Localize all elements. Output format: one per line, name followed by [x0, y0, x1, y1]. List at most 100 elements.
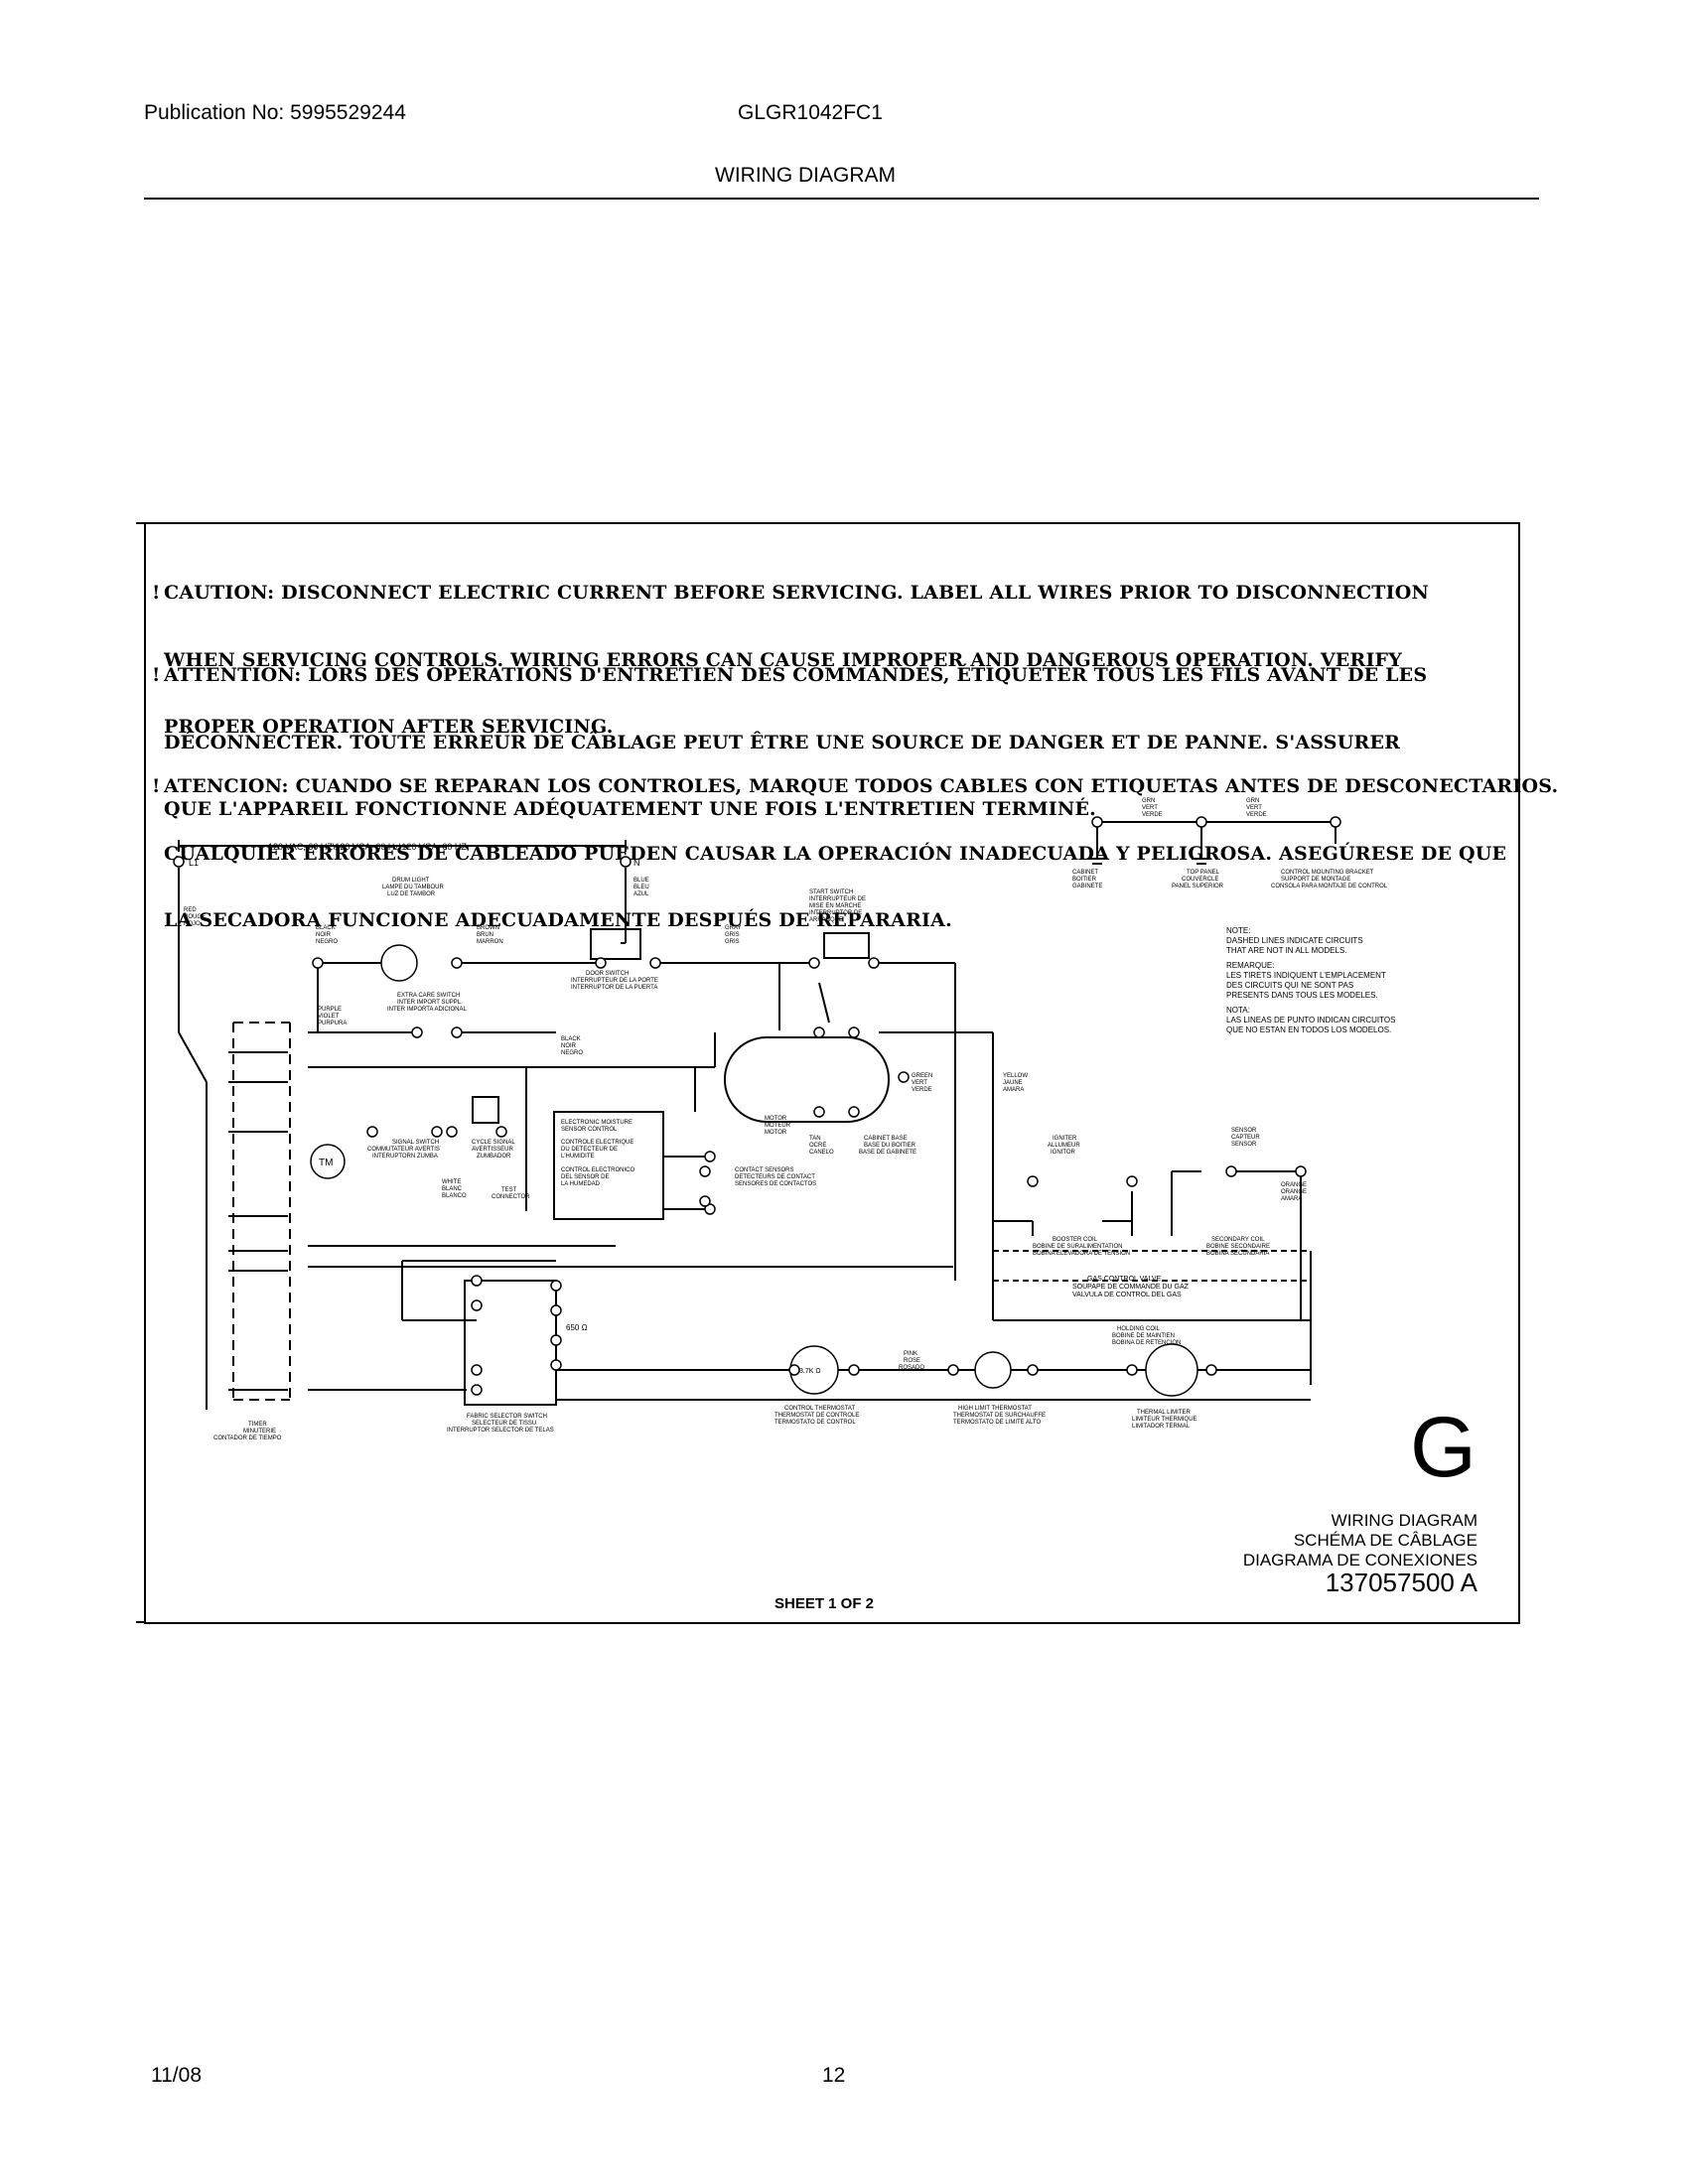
svg-text:MOTEUR: MOTEUR: [765, 1123, 791, 1129]
svg-text:CONTROL THERMOSTAT: CONTROL THERMOSTAT: [784, 1406, 855, 1412]
svg-text:GRAY: GRAY: [725, 925, 742, 931]
svg-text:LIMITADOR TERMAL: LIMITADOR TERMAL: [1132, 1424, 1191, 1430]
svg-text:INTER IMPORTA ADICIONAL: INTER IMPORTA ADICIONAL: [387, 1007, 467, 1013]
svg-text:SIGNAL SWITCH: SIGNAL SWITCH: [392, 1140, 439, 1146]
svg-text:BLANC: BLANC: [442, 1186, 463, 1192]
svg-text:TOP PANEL: TOP PANEL: [1187, 870, 1220, 876]
svg-text:ORANGE: ORANGE: [1281, 1182, 1307, 1188]
svg-text:VERDE: VERDE: [1246, 812, 1267, 818]
svg-text:BROWN: BROWN: [477, 925, 499, 931]
svg-text:TIMER: TIMER: [248, 1422, 267, 1428]
svg-text:NOTE:: NOTE:: [1226, 926, 1250, 935]
svg-text:QUE NO ESTAN EN TODOS LOS MODE: QUE NO ESTAN EN TODOS LOS MODELOS.: [1226, 1025, 1391, 1034]
svg-text:AZUL: AZUL: [633, 891, 649, 897]
svg-text:NOIR: NOIR: [316, 932, 332, 938]
svg-text:ZUMBADOR: ZUMBADOR: [477, 1154, 511, 1160]
svg-text:ROSE: ROSE: [904, 1358, 920, 1364]
svg-text:CONNECTOR: CONNECTOR: [492, 1194, 530, 1200]
n-label: N: [633, 858, 640, 868]
svg-text:WIRING DIAGRAM: WIRING DIAGRAM: [1332, 1511, 1477, 1530]
svg-text:BASE DE GABINETE: BASE DE GABINETE: [859, 1150, 916, 1156]
svg-text:INTERRUPTOR DE LA PUERTA: INTERRUPTOR DE LA PUERTA: [571, 985, 657, 991]
svg-text:HIGH LIMIT THERMOSTAT: HIGH LIMIT THERMOSTAT: [958, 1406, 1032, 1412]
svg-text:START SWITCH: START SWITCH: [809, 889, 853, 895]
svg-text:SENSOR: SENSOR: [1231, 1142, 1257, 1148]
svg-text:L'HUMIDITE: L'HUMIDITE: [561, 1154, 594, 1160]
svg-text:PANEL SUPERIOR: PANEL SUPERIOR: [1172, 884, 1224, 889]
svg-text:ROUGE: ROUGE: [184, 914, 206, 920]
svg-text:CONTROL ELECTRONICO: CONTROL ELECTRONICO: [561, 1167, 634, 1173]
svg-text:AMARA: AMARA: [1281, 1196, 1302, 1202]
svg-text:DOOR SWITCH: DOOR SWITCH: [586, 971, 629, 977]
svg-text:THERMAL LIMITER: THERMAL LIMITER: [1137, 1410, 1191, 1416]
resistor-label: 650 Ω: [566, 1323, 588, 1332]
svg-text:INTERRUPTEUR DE LA PORTE: INTERRUPTEUR DE LA PORTE: [571, 978, 658, 984]
svg-text:JAUNE: JAUNE: [1003, 1080, 1023, 1086]
svg-text:BOBINA ELEVADORA DE TENSION: BOBINA ELEVADORA DE TENSION: [1033, 1251, 1130, 1257]
svg-text:VERT: VERT: [1246, 805, 1262, 811]
svg-text:CABINET: CABINET: [1072, 870, 1098, 876]
svg-text:OCRE: OCRE: [809, 1143, 826, 1149]
component-labels: RED ROUGE ROJO BLACK NOIR NEGRO DRUM LIG…: [184, 878, 1307, 1441]
section-title: WIRING DIAGRAM: [715, 164, 896, 187]
diagram-frame: [144, 522, 1520, 1624]
svg-text:NEGRO: NEGRO: [316, 939, 338, 945]
svg-text:SELECTEUR DE TISSU: SELECTEUR DE TISSU: [472, 1421, 536, 1427]
svg-text:BASE DU BOITIER: BASE DU BOITIER: [864, 1143, 916, 1149]
svg-text:VIOLET: VIOLET: [318, 1014, 340, 1020]
svg-text:HOLDING COIL: HOLDING COIL: [1117, 1326, 1161, 1332]
svg-text:NOIR: NOIR: [561, 1043, 577, 1049]
svg-text:ARRANQUE: ARRANQUE: [809, 917, 843, 923]
svg-text:GRIS: GRIS: [725, 939, 740, 945]
svg-text:SENSOR: SENSOR: [1231, 1128, 1257, 1134]
svg-text:TAN: TAN: [809, 1136, 821, 1142]
svg-text:GABINETE: GABINETE: [1072, 884, 1102, 889]
svg-text:LA HUMEDAD: LA HUMEDAD: [561, 1181, 601, 1187]
svg-text:BOOSTER COIL: BOOSTER COIL: [1053, 1237, 1098, 1243]
svg-text:MINUTERIE: MINUTERIE: [243, 1429, 276, 1434]
svg-text:VERDE: VERDE: [912, 1087, 932, 1093]
svg-text:THAT ARE NOT IN ALL MODELS.: THAT ARE NOT IN ALL MODELS.: [1226, 946, 1347, 955]
svg-text:THERMOSTAT DE SURCHAUFFE: THERMOSTAT DE SURCHAUFFE: [953, 1413, 1046, 1419]
svg-text:ROJO: ROJO: [184, 921, 201, 927]
svg-text:YELLOW: YELLOW: [1003, 1073, 1028, 1079]
svg-text:INTERUPTORN ZUMBA: INTERUPTORN ZUMBA: [372, 1154, 438, 1160]
svg-text:SUPPORT DE MONTAGE: SUPPORT DE MONTAGE: [1281, 877, 1350, 883]
svg-text:IGNITOR: IGNITOR: [1051, 1150, 1076, 1156]
svg-text:BLACK: BLACK: [561, 1036, 581, 1042]
svg-text:BOBINE DE SURALIMENTATION: BOBINE DE SURALIMENTATION: [1033, 1244, 1122, 1250]
therm-value-label: 3.7K Ω: [799, 1368, 821, 1375]
svg-text:DES CIRCUITS QUI NE SONT PAS: DES CIRCUITS QUI NE SONT PAS: [1226, 981, 1353, 990]
svg-text:CONTADOR DE TIEMPO: CONTADOR DE TIEMPO: [213, 1435, 282, 1441]
svg-text:WHITE: WHITE: [442, 1179, 461, 1185]
svg-text:CONSOLA PARA MONTAJE DE CONTRO: CONSOLA PARA MONTAJE DE CONTROL: [1271, 884, 1388, 889]
svg-text:BLANCO: BLANCO: [442, 1193, 467, 1199]
svg-text:CONTROLE ELECTRIQUE: CONTROLE ELECTRIQUE: [561, 1140, 633, 1146]
svg-text:GRIS: GRIS: [725, 932, 740, 938]
svg-text:PRESENTS DANS TOUS LES MODELES: PRESENTS DANS TOUS LES MODELES.: [1226, 991, 1378, 1000]
model-number: GLGR1042FC1: [738, 101, 883, 124]
svg-text:DU DETECTEUR DE: DU DETECTEUR DE: [561, 1147, 618, 1153]
warning-french: !ATTENTION: LORS DES OPÉRATIONS D'ENTRET…: [152, 664, 1428, 820]
svg-text:DETECTEURS DE CONTACT: DETECTEURS DE CONTACT: [735, 1174, 815, 1180]
tm-label: TM: [319, 1158, 333, 1168]
svg-text:LES TIRETS INDIQUENT L'EMPLACE: LES TIRETS INDIQUENT L'EMPLACEMENT: [1226, 971, 1386, 980]
svg-text:SENSOR CONTROL: SENSOR CONTROL: [561, 1127, 618, 1133]
svg-text:SOUPAPE DE COMMANDE DU GAZ: SOUPAPE DE COMMANDE DU GAZ: [1072, 1284, 1190, 1291]
svg-text:ROSADO: ROSADO: [899, 1365, 924, 1371]
footer-date: 11/08: [151, 2064, 202, 2087]
svg-text:INTERRUPTEUR DE: INTERRUPTEUR DE: [809, 896, 866, 902]
svg-text:GRN: GRN: [1246, 798, 1259, 804]
svg-text:VALVULA DE CONTROL DEL GAS: VALVULA DE CONTROL DEL GAS: [1072, 1292, 1182, 1298]
svg-text:BOBINE DE MAINTIEN: BOBINE DE MAINTIEN: [1112, 1333, 1175, 1339]
svg-text:ELECTRONIC MOISTURE: ELECTRONIC MOISTURE: [561, 1120, 633, 1126]
svg-text:CAPTEUR: CAPTEUR: [1231, 1135, 1260, 1141]
svg-text:INTERRUPTOR SELECTOR DE TELAS: INTERRUPTOR SELECTOR DE TELAS: [447, 1428, 554, 1433]
warning-english: !CAUTION: DISCONNECT ELECTRIC CURRENT BE…: [152, 582, 1430, 738]
svg-text:COUVERCLE: COUVERCLE: [1182, 877, 1218, 883]
svg-text:DIAGRAMA DE CONEXIONES: DIAGRAMA DE CONEXIONES: [1243, 1551, 1477, 1570]
svg-text:DRUM LIGHT: DRUM LIGHT: [392, 878, 430, 884]
svg-text:RED: RED: [184, 907, 197, 913]
svg-text:IGNITER: IGNITER: [1053, 1136, 1077, 1142]
publication-number: Publication No: 5995529244: [144, 101, 406, 124]
